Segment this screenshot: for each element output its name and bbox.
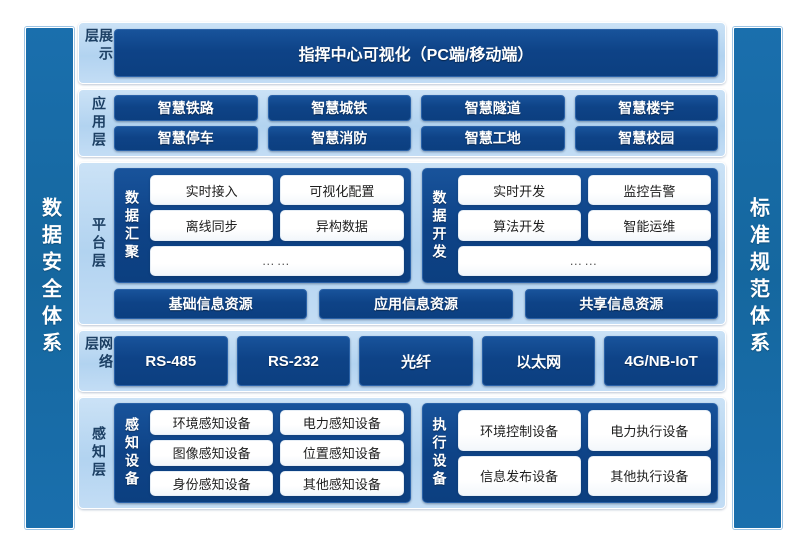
perception-actuator-item[interactable]: 其他执行设备 [587,455,711,496]
perception-actuator-item[interactable]: 电力执行设备 [587,410,711,451]
perception-actuator-item[interactable]: 环境控制设备 [457,410,581,451]
platform-resources-row: 基础信息资源 应用信息资源 共享信息资源 [114,289,718,319]
perception-sensing-item[interactable]: 身份感知设备 [150,470,274,496]
layer-network: 网络层 RS-485 RS-232 光纤 以太网 4G/NB-IoT [78,330,726,392]
perception-sensing-item[interactable]: 位置感知设备 [280,440,404,466]
platform-resource-item[interactable]: 基础信息资源 [114,289,308,319]
platform-aggregation-item[interactable]: 可视化配置 [280,175,404,206]
left-vertical-bar-data-security: 数据安全体系 [25,27,74,529]
layer-application-label: 应用层 [91,96,107,150]
platform-development-more[interactable]: …… [457,245,711,276]
platform-group-data-development-grid: 实时开发 监控告警 算法开发 智能运维 …… [457,175,711,276]
platform-aggregation-item[interactable]: 异构数据 [280,210,404,241]
right-vertical-bar-standards: 标准规范体系 [733,27,782,529]
perception-group-actuator-devices: 执行设备 环境控制设备 电力执行设备 信息发布设备 其他执行设备 [421,403,718,503]
network-item[interactable]: 4G/NB-IoT [604,336,718,386]
perception-sensing-item[interactable]: 电力感知设备 [280,410,404,436]
platform-aggregation-more[interactable]: …… [150,245,404,276]
platform-aggregation-item[interactable]: 离线同步 [150,210,274,241]
platform-development-item[interactable]: 智能运维 [587,210,711,241]
perception-sensing-item[interactable]: 图像感知设备 [150,440,274,466]
layer-platform-label: 平台层 [91,216,107,271]
application-item[interactable]: 智慧隧道 [421,95,565,121]
perception-sensing-item[interactable]: 环境感知设备 [150,410,274,436]
platform-group-data-development: 数据开发 实时开发 监控告警 算法开发 智能运维 …… [421,168,718,283]
layer-stack: 展示层 指挥中心可视化（PC端/移动端） 应用层 智慧铁路 智慧城铁 智慧隧道 … [78,22,726,532]
layer-network-label: 网络层 [84,336,114,372]
perception-sensing-item[interactable]: 其他感知设备 [280,470,404,496]
layer-application: 应用层 智慧铁路 智慧城铁 智慧隧道 智慧楼宇 智慧停车 智慧消防 智慧工地 智… [78,89,726,157]
perception-sensing-grid: 环境感知设备 电力感知设备 图像感知设备 位置感知设备 身份感知设备 其他感知设… [150,410,404,496]
platform-group-data-development-label: 数据开发 [431,189,448,262]
perception-actuator-item[interactable]: 信息发布设备 [457,455,581,496]
layer-platform: 平台层 数据汇聚 实时接入 可视化配置 离线同步 异构数据 …… [78,162,726,325]
platform-resource-item[interactable]: 共享信息资源 [524,289,718,319]
layer-presentation-label: 展示层 [84,28,114,64]
application-item[interactable]: 智慧楼宇 [574,95,718,121]
layer-presentation: 展示层 指挥中心可视化（PC端/移动端） [78,22,726,84]
platform-group-data-aggregation-grid: 实时接入 可视化配置 离线同步 异构数据 …… [150,175,404,276]
perception-group-actuator-devices-label: 执行设备 [431,417,448,489]
platform-groups: 数据汇聚 实时接入 可视化配置 离线同步 异构数据 …… 数据开发 [114,168,718,283]
application-item[interactable]: 智慧消防 [267,125,411,151]
perception-groups: 感知设备 环境感知设备 电力感知设备 图像感知设备 位置感知设备 身份感知设备 … [114,403,718,503]
network-item[interactable]: RS-485 [114,336,228,386]
platform-group-data-aggregation: 数据汇聚 实时接入 可视化配置 离线同步 异构数据 …… [114,168,411,283]
left-vertical-bar-label: 数据安全体系 [38,197,61,359]
application-item[interactable]: 智慧铁路 [114,95,258,121]
platform-resource-item[interactable]: 应用信息资源 [319,289,513,319]
application-item[interactable]: 智慧停车 [114,125,258,151]
application-item[interactable]: 智慧校园 [574,125,718,151]
perception-actuator-grid: 环境控制设备 电力执行设备 信息发布设备 其他执行设备 [457,410,711,496]
application-grid: 智慧铁路 智慧城铁 智慧隧道 智慧楼宇 智慧停车 智慧消防 智慧工地 智慧校园 [114,95,718,151]
application-item[interactable]: 智慧工地 [421,125,565,151]
network-item[interactable]: RS-232 [236,336,351,386]
layer-perception-label: 感知层 [91,426,107,480]
layer-perception: 感知层 感知设备 环境感知设备 电力感知设备 图像感知设备 位置感知设备 身份感… [78,397,726,509]
presentation-command-center-box[interactable]: 指挥中心可视化（PC端/移动端） [114,29,718,77]
perception-group-sensing-devices: 感知设备 环境感知设备 电力感知设备 图像感知设备 位置感知设备 身份感知设备 … [114,403,411,503]
platform-development-item[interactable]: 实时开发 [457,175,581,206]
platform-development-item[interactable]: 算法开发 [457,210,581,241]
network-item[interactable]: 光纤 [359,336,473,386]
platform-aggregation-item[interactable]: 实时接入 [150,175,274,206]
network-item[interactable]: 以太网 [481,336,596,386]
network-grid: RS-485 RS-232 光纤 以太网 4G/NB-IoT [114,336,718,386]
platform-group-data-aggregation-label: 数据汇聚 [124,189,140,262]
platform-development-item[interactable]: 监控告警 [587,175,711,206]
application-item[interactable]: 智慧城铁 [267,95,411,121]
right-vertical-bar-label: 标准规范体系 [746,197,769,359]
perception-group-sensing-devices-label: 感知设备 [124,417,140,489]
